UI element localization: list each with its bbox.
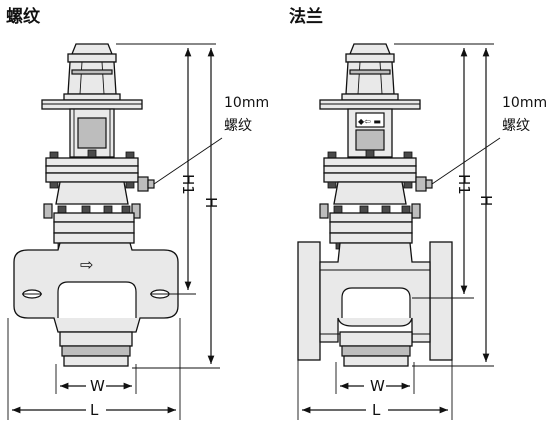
flanged-top-flange [319, 99, 421, 110]
threaded-bottom-cap [59, 331, 133, 347]
flanged-annotation-size: 10mm [502, 95, 547, 111]
threaded-title: 螺纹 [6, 6, 41, 27]
flanged-l-label: L [372, 401, 381, 419]
flanged-10mm-port [415, 176, 427, 192]
threaded-neck [55, 181, 129, 205]
threaded-h-label: H [202, 197, 220, 208]
threaded-l-label: L [90, 401, 99, 419]
threaded-spring-housing [69, 108, 115, 158]
threaded-annotation-size: 10mm [224, 95, 269, 111]
flanged-h-label: H [477, 195, 495, 206]
flanged-annotation-type: 螺纹 [502, 118, 530, 134]
flanged-valve-body [297, 241, 453, 361]
flanged-dimension-lines [297, 43, 501, 420]
flanged-w-label: W [370, 377, 385, 395]
threaded-adjusting-cap [63, 43, 121, 101]
threaded-dimension-lines [7, 43, 223, 420]
flanged-bottom-cap [339, 331, 413, 347]
flanged-adjusting-cap [341, 43, 399, 101]
threaded-valve-figure: 螺纹 [6, 6, 269, 420]
flanged-lower-flange [319, 203, 421, 250]
threaded-10mm-port [137, 176, 149, 192]
flanged-h1-label: H1 [455, 174, 473, 195]
svg-text:◆⇦ ▬: ◆⇦ ▬ [358, 117, 381, 126]
flanged-spring-housing: ◆⇦ ▬ [347, 108, 393, 158]
threaded-flow-arrow: ⇨ [80, 255, 93, 274]
threaded-h1-label: H1 [179, 174, 197, 195]
flanged-title: 法兰 [289, 6, 323, 27]
threaded-top-flange [41, 99, 143, 110]
flanged-valve-figure: 法兰 ◆⇦ ▬ [289, 6, 547, 420]
threaded-annotation-type: 螺纹 [224, 118, 252, 134]
threaded-w-label: W [90, 377, 105, 395]
flanged-neck [333, 181, 407, 205]
threaded-valve-body [13, 242, 179, 333]
threaded-lower-flange [43, 203, 141, 250]
